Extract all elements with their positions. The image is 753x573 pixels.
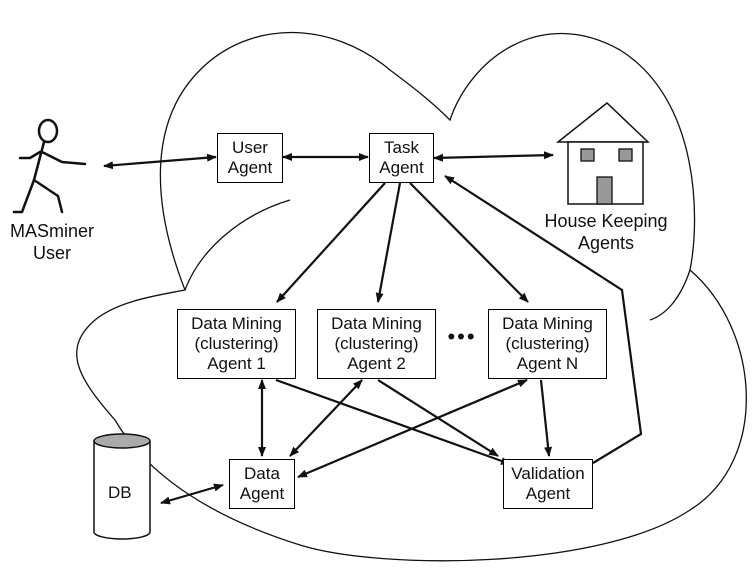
house-label-line2: Agents (577, 233, 635, 253)
ellipsis: ••• (447, 324, 477, 349)
task-agent-line1: Task (384, 138, 419, 157)
user-agent-line1: User (232, 138, 268, 157)
validation-agent-box[interactable]: Validation Agent (503, 459, 593, 509)
edge-task-dmN (409, 182, 529, 303)
dmN-line3: Agent N (516, 354, 579, 373)
house-label-line1: House Keeping (544, 211, 668, 231)
edge-taskagent-house (433, 151, 554, 162)
data-mining-agent-n-box[interactable]: Data Mining (clustering) Agent N (488, 309, 607, 379)
user-label-line1: MASminer (9, 221, 94, 241)
dm2-line3: Agent 2 (347, 354, 406, 373)
edge-task-dm2 (375, 182, 402, 303)
db-label: DB (108, 483, 132, 502)
edge-dm2-data (289, 379, 363, 457)
dm1-line2: (clustering) (194, 334, 279, 353)
house-icon (555, 102, 650, 205)
masminer-user-label: MASminer User (8, 220, 96, 264)
db-cylinder-icon (93, 433, 151, 540)
dm2-line1: Data Mining (331, 314, 422, 333)
user-stick-figure (12, 118, 87, 214)
edge-validation-task (444, 175, 643, 464)
cloud-outline (76, 31, 747, 562)
cloud-inner-edge-1 (184, 199, 291, 291)
edge-dm1-validation (275, 378, 511, 466)
dmN-line2: (clustering) (505, 334, 590, 353)
task-agent-line2: Agent (379, 158, 424, 177)
user-label-line2: User (32, 243, 71, 263)
dmN-line1: Data Mining (502, 314, 593, 333)
data-agent-line1: Data (244, 464, 280, 483)
task-agent-box[interactable]: Task Agent (369, 133, 434, 183)
edge-task-dm1 (276, 182, 386, 303)
data-mining-agent-1-box[interactable]: Data Mining (clustering) Agent 1 (177, 309, 296, 379)
data-agent-box[interactable]: Data Agent (229, 459, 295, 509)
house-keeping-label: House Keeping Agents (532, 210, 680, 254)
edge-dmN-data (297, 378, 528, 479)
validation-agent-line2: Agent (525, 484, 571, 503)
dm1-line1: Data Mining (191, 314, 282, 333)
user-agent-line2: Agent (227, 158, 273, 177)
cloud-inner-edge-2 (649, 269, 691, 321)
connections (103, 151, 643, 505)
edge-db-data (160, 483, 224, 505)
validation-agent-line1: Validation (511, 464, 585, 483)
edge-dmN-validation (539, 379, 553, 457)
edge-user-useragent (103, 153, 217, 170)
data-agent-line2: Agent (239, 484, 285, 503)
dm2-line2: (clustering) (334, 334, 419, 353)
dm1-line3: Agent 1 (207, 354, 266, 373)
user-agent-box[interactable]: User Agent (217, 133, 283, 183)
data-mining-agent-2-box[interactable]: Data Mining (clustering) Agent 2 (317, 309, 436, 379)
